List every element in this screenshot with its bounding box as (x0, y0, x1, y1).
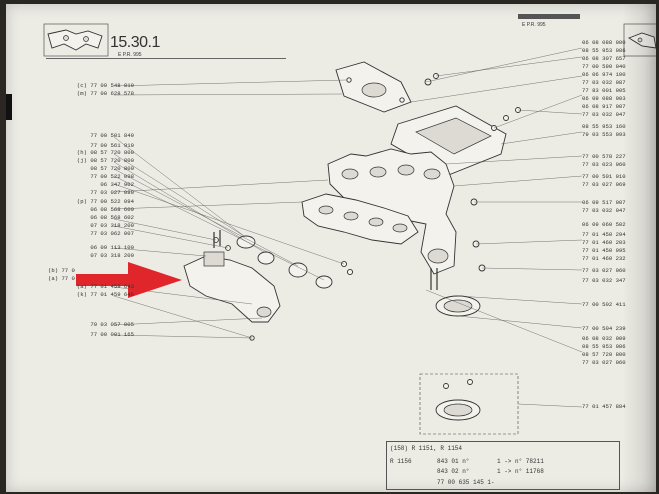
left-ref-9: 77 03 027 080 (90, 189, 134, 196)
left-ref-16: 07 03 318 200 (90, 252, 134, 259)
left-ref-2: 77 00 501 840 (90, 132, 134, 139)
spine-marker (6, 94, 12, 120)
right-ref-29: 08 57 720 800 (582, 351, 626, 358)
right-ref-15: 77 03 027 069 (582, 181, 626, 188)
right-ref-1: 08 55 953 086 (582, 47, 626, 54)
table-cell-range-1: 1 -> n° 78211 (497, 458, 544, 465)
carburetor-gaskets-part (236, 235, 333, 289)
right-ref-17: 77 03 032 047 (582, 207, 626, 214)
right-ref-8: 06 08 917 007 (582, 103, 626, 110)
table-row-part-number: 77 00 635 145 1- (437, 479, 495, 486)
table-row-models: (158) R 1151, R 1154 (390, 445, 463, 452)
left-ref-5: (j) 08 57 720 800 (76, 157, 134, 164)
manifold-thumbnail-icon (43, 23, 109, 57)
right-ref-14: 77 00 501 010 (582, 173, 626, 180)
right-ref-5: 77 03 032 087 (582, 79, 626, 86)
right-ref-26: 77 00 504 239 (582, 325, 626, 332)
top-gasket-part (335, 61, 412, 113)
left-ref-19: (a) 77 01 459 643 (76, 283, 134, 290)
right-ref-11: 79 03 553 093 (582, 131, 626, 138)
right-ref-25: 77 00 502 411 (582, 301, 626, 308)
right-ref-19: 77 01 450 294 (582, 231, 626, 238)
right-ref-28: 08 55 953 086 (582, 343, 626, 350)
right-ref-22: 77 01 460 232 (582, 255, 626, 262)
exhaust-clamp-part (435, 295, 481, 317)
left-ref-13: 07 03 318 200 (90, 222, 134, 229)
right-ref-31: 77 01 457 884 (582, 403, 626, 410)
exploded-parts-diagram (43, 23, 656, 435)
left-ref-10: (p) 77 00 522 094 (76, 198, 134, 205)
application-table: (158) R 1151, R 1154 R 1156 843 01 n° 1 … (386, 441, 620, 490)
header-rule (46, 58, 286, 59)
table-cell-code-2: 843 02 n° (437, 468, 470, 475)
table-cell-code-1: 843 01 n° (437, 458, 470, 465)
right-ref-12: 77 00 578 227 (582, 153, 626, 160)
left-ref-20: (k) 77 01 459 646 (76, 291, 134, 298)
intake-manifold-part (183, 251, 281, 323)
left-ref-15: 06 09 113 100 (90, 244, 134, 251)
right-leader-lines (410, 47, 583, 408)
right-ref-27: 06 08 032 009 (582, 335, 626, 342)
left-ref-0: (c) 77 00 548 810 (76, 82, 134, 89)
left-ref-17: (b) 77 0 (48, 267, 75, 274)
left-ref-4: (h) 08 57 720 800 (76, 149, 134, 156)
right-ref-24: 77 03 032 347 (582, 277, 626, 284)
catalog-page: E P.R. 995 15.30.1 E P.R. 995 (6, 4, 656, 492)
right-ref-20: 77 01 460 203 (582, 239, 626, 246)
table-cell-range-2: 1 -> n° 11768 (497, 468, 544, 475)
right-ref-7: 06 09 088 903 (582, 95, 626, 102)
left-ref-8: 06 347 902 (100, 181, 134, 188)
right-ref-3: 77 00 590 040 (582, 63, 626, 70)
right-ref-2: 06 08 307 657 (582, 55, 626, 62)
top-tab-subtitle: E P.R. 995 (522, 22, 546, 28)
right-ref-23: 77 03 027 060 (582, 267, 626, 274)
left-ref-12: 06 08 568 602 (90, 214, 134, 221)
right-ref-6: 77 83 001 005 (582, 87, 626, 94)
section-number: 15.30.1 (110, 34, 160, 51)
left-ref-18: (a) 77 0 (48, 275, 75, 282)
manifold-thumbnail-right-icon (623, 23, 656, 57)
left-ref-21: 79 03 057 005 (90, 321, 134, 328)
section-subtitle: E P.R. 995 (118, 52, 142, 58)
left-leader-lines (113, 79, 347, 339)
right-ref-0: 06 08 088 000 (582, 39, 626, 46)
section-tab-bar (518, 14, 580, 19)
left-ref-11: 06 08 568 600 (90, 206, 134, 213)
clamp-detail-box (419, 373, 519, 435)
highlight-arrow-icon (76, 262, 182, 298)
left-ref-6: 08 57 720 800 (90, 165, 134, 172)
left-ref-7: 77 00 522 098 (90, 173, 134, 180)
right-ref-4: 06 06 974 100 (582, 71, 626, 78)
right-ref-21: 77 01 450 995 (582, 247, 626, 254)
right-ref-16: 06 09 517 007 (582, 199, 626, 206)
right-ref-9: 77 03 032 047 (582, 111, 626, 118)
right-ref-18: 06 09 060 502 (582, 221, 626, 228)
left-ref-1: (m) 77 00 628 578 (76, 90, 134, 97)
left-ref-14: 77 03 062 007 (90, 230, 134, 237)
table-row-model-code: R 1156 (390, 458, 412, 465)
manifold-gasket-part (301, 193, 419, 245)
right-ref-30: 77 03 027 060 (582, 359, 626, 366)
left-ref-3: 77 00 561 910 (90, 142, 134, 149)
right-ref-13: 77 03 023 060 (582, 161, 626, 168)
left-ref-22: 77 00 001 165 (90, 331, 134, 338)
right-ref-10: 08 55 953 160 (582, 123, 626, 130)
